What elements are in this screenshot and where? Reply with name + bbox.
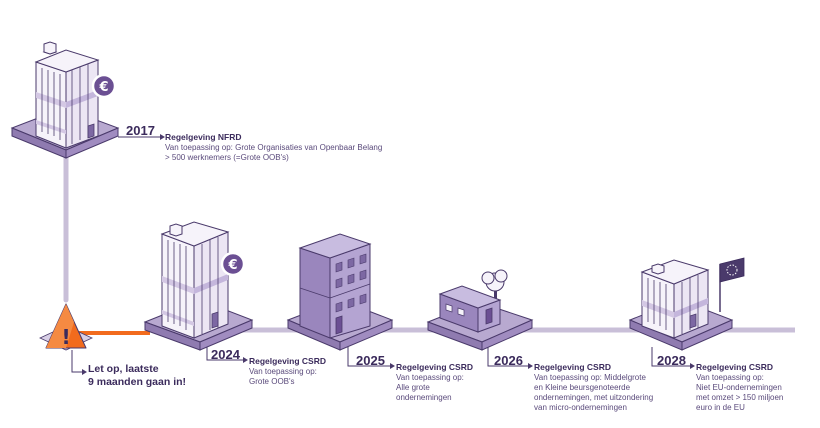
milestone-year-2026: 2026: [494, 353, 523, 368]
desc-line: ondernemingen, met uitzondering: [534, 393, 654, 402]
desc-line: Van toepassing op: Middelgrote: [534, 373, 646, 382]
desc-line: Van toepassing op:: [696, 373, 764, 382]
building-2028: [628, 257, 745, 351]
milestone-title-2017: Regelgeving NFRD: [165, 132, 242, 142]
milestone-title-2028: Regelgeving CSRD: [696, 362, 773, 372]
euro-badge-icon: [91, 73, 117, 99]
milestone-title-2024: Regelgeving CSRD: [249, 356, 326, 366]
euro-symbol-2017: €: [98, 80, 108, 95]
milestone-year-2025: 2025: [356, 353, 385, 368]
milestone-title-2025: Regelgeving CSRD: [396, 362, 473, 372]
warning-text: Let op, laatste 9 maanden gaan in!: [88, 363, 186, 389]
milestone-year-2024: 2024: [211, 347, 240, 362]
desc-line: Van toepassing op:: [396, 373, 464, 382]
desc-line: en Kleine beursgenoteerde: [534, 383, 631, 392]
desc-line: met omzet > 150 miljoen: [696, 393, 784, 402]
milestone-desc-2024: Van toepassing op: Grote OOB's: [249, 367, 317, 387]
warning-line-2: 9 maanden gaan in!: [88, 376, 187, 388]
milestone-desc-2026: Van toepassing op: Middelgrote en Kleine…: [534, 373, 653, 413]
desc-line: Niet EU-ondernemingen: [696, 383, 782, 392]
milestone-year-2017: 2017: [126, 123, 155, 138]
warning-icon: !: [61, 325, 70, 349]
connector-arrows: [82, 134, 695, 375]
warning-line-1: Let op, laatste: [88, 363, 159, 375]
desc-line: Van toepassing op:: [249, 367, 317, 376]
building-2017: €: [10, 41, 120, 159]
milestone-desc-2017: Van toepassing op: Grote Organisaties va…: [165, 143, 382, 163]
building-2024: €: [143, 221, 254, 351]
desc-line: van micro-ondernemingen: [534, 403, 627, 412]
euro-symbol-2024: €: [227, 258, 237, 273]
building-2025: [286, 233, 394, 351]
milestone-year-2028: 2028: [657, 353, 686, 368]
desc-line: euro in de EU: [696, 403, 745, 412]
desc-line: Grote OOB's: [249, 377, 295, 386]
milestone-desc-2025: Van toepassing op: Alle grote ondernemin…: [396, 373, 464, 403]
desc-line: Van toepassing op: Grote Organisaties va…: [165, 143, 383, 152]
building-2026: [426, 269, 534, 351]
label-connectors: [71, 136, 690, 373]
eu-flag-icon: [719, 257, 745, 312]
euro-badge-icon-2024: [220, 251, 246, 277]
milestone-desc-2028: Van toepassing op: Niet EU-ondernemingen…: [696, 373, 783, 413]
warning-sign: !: [39, 303, 93, 351]
desc-line: ondernemingen: [396, 393, 452, 402]
desc-line: Alle grote: [396, 383, 430, 392]
milestone-title-2026: Regelgeving CSRD: [534, 362, 611, 372]
desc-line: > 500 werknemers (=Grote OOB's): [165, 153, 289, 162]
